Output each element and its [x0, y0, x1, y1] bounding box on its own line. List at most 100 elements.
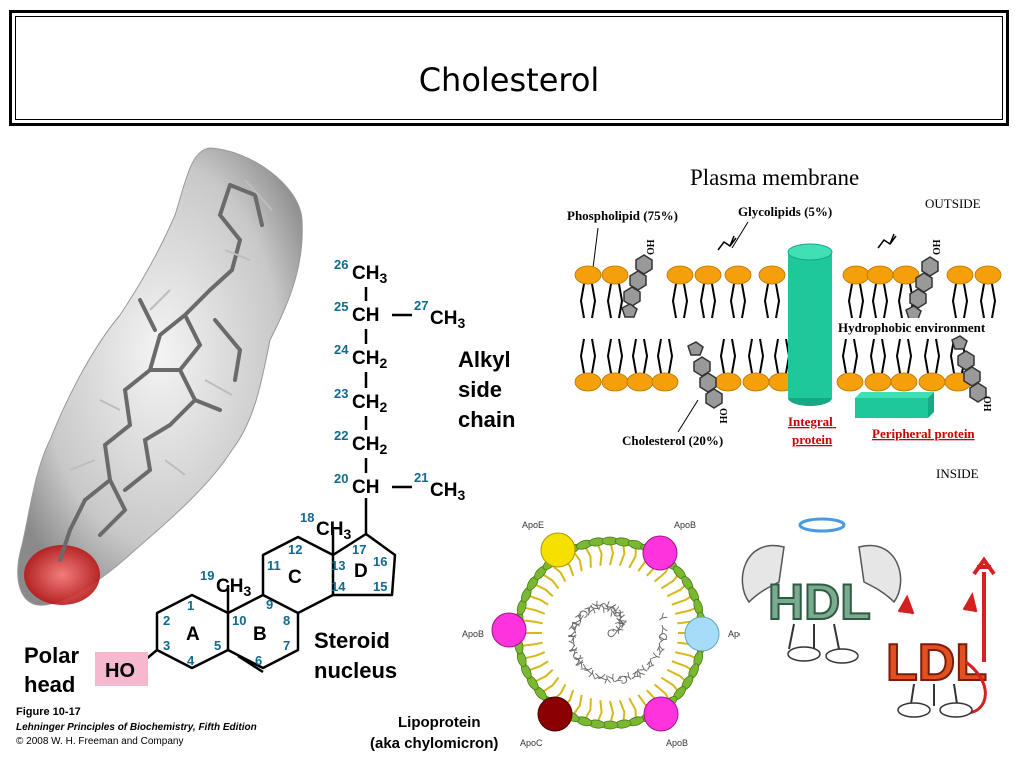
atom-num-8: 8 — [283, 613, 290, 628]
figure-book: Lehninger Principles of Biochemistry, Fi… — [16, 722, 257, 733]
apoA-protein — [684, 616, 720, 652]
svg-text:Y: Y — [564, 631, 577, 641]
svg-text:Y: Y — [602, 672, 611, 685]
atom-num-9: 9 — [266, 597, 273, 612]
cholesterol-3d-model — [17, 147, 303, 606]
svg-text:Y: Y — [658, 635, 670, 644]
branch-27-group: CH3 — [430, 308, 465, 331]
chain-atom-group: CH — [352, 305, 379, 326]
membrane-outside: OUTSIDE — [925, 196, 981, 211]
phospholipid-head — [666, 265, 694, 285]
svg-text:Y: Y — [657, 621, 669, 635]
atom-num-2: 2 — [163, 613, 170, 628]
glycolipids-label: Glycolipids (5%) — [738, 204, 832, 219]
oh-label-4: OH — [981, 396, 992, 412]
svg-text:Y: Y — [611, 607, 625, 619]
phospholipid-head — [918, 372, 946, 392]
chain-atom-num: 24 — [334, 342, 349, 357]
atom-num-11: 11 — [267, 558, 281, 573]
apoC-protein — [537, 696, 573, 732]
phospholipid-head — [842, 265, 870, 285]
oh-label-1: OH — [646, 239, 657, 255]
svg-text:Y: Y — [614, 616, 628, 627]
svg-text:Y: Y — [645, 654, 655, 667]
chain-atom-group: CH2 — [352, 392, 387, 415]
ring-label-d: D — [354, 561, 368, 582]
svg-text:Y: Y — [581, 666, 594, 675]
peripheral-protein — [855, 392, 934, 418]
phospholipid-head — [836, 372, 864, 392]
phospholipid-head — [742, 372, 770, 392]
chain-atom-num: 23 — [334, 386, 348, 401]
svg-text:Y: Y — [612, 605, 620, 617]
atom-num-13: 13 — [331, 558, 345, 573]
svg-text:Y: Y — [605, 603, 618, 612]
phospholipid-label: Phospholipid (75%) — [567, 208, 678, 223]
alkyl-side-chain-label: Alkyl side chain — [458, 347, 517, 432]
atom-num-5: 5 — [214, 638, 221, 653]
slide-title: Cholesterol — [418, 61, 600, 99]
chain-atom-group: CH2 — [352, 348, 387, 371]
apo-label-b3: ApoB — [666, 738, 688, 748]
phospholipid-head — [866, 265, 894, 285]
chain-atom-group: CH2 — [352, 434, 387, 457]
svg-text:C: C — [612, 609, 624, 617]
atom-num-16: 16 — [373, 554, 387, 569]
atom-num-10: 10 — [232, 613, 246, 628]
branch-27-num: 27 — [414, 298, 428, 313]
apo-label-e: ApoE — [522, 520, 544, 530]
peripheral-protein-label: Peripheral protein — [872, 426, 975, 441]
phospholipid-head — [626, 372, 654, 392]
methyl-18-num: 18 — [300, 510, 314, 525]
svg-text:Y: Y — [577, 614, 585, 626]
atom-num-4: 4 — [187, 653, 195, 668]
svg-text:Y: Y — [571, 619, 585, 630]
apoB-protein-left — [491, 612, 527, 648]
title-box: Cholesterol — [9, 10, 1009, 126]
apoB-protein-bottom — [643, 696, 679, 732]
atom-num-14: 14 — [331, 579, 346, 594]
apo-label-a: ApoA — [728, 629, 740, 639]
svg-text:Y: Y — [567, 619, 577, 632]
chain-atom-num: 20 — [334, 471, 348, 486]
atom-num-6: 6 — [255, 653, 262, 668]
branch-21-num: 21 — [414, 470, 428, 485]
polar-head-label: Polar head — [24, 643, 85, 697]
ring-label-a: A — [186, 624, 200, 645]
phospholipid-head — [601, 372, 629, 392]
atom-num-3: 3 — [163, 638, 170, 653]
svg-text:Y: Y — [571, 653, 585, 665]
svg-text:Y: Y — [587, 666, 597, 679]
chain-atom-num: 26 — [334, 257, 348, 272]
phospholipid-head — [574, 265, 602, 285]
methyl-19-num: 19 — [200, 568, 214, 583]
methyl-19-group: CH3 — [216, 576, 251, 599]
svg-text:Y: Y — [593, 672, 606, 682]
phospholipid-head — [574, 372, 602, 392]
chain-atom-num: 22 — [334, 428, 348, 443]
svg-text:Y: Y — [595, 673, 608, 683]
phospholipid-head — [864, 372, 892, 392]
figure-title: Figure 10-17 — [16, 706, 81, 718]
svg-text:Y: Y — [569, 619, 582, 628]
oh-label-2: OH — [932, 239, 943, 255]
methyl-18-group: CH3 — [316, 519, 351, 542]
atom-num-1: 1 — [187, 598, 194, 613]
membrane-title: Plasma membrane — [690, 165, 859, 190]
svg-text:Y: Y — [604, 601, 618, 612]
svg-text:Y: Y — [606, 604, 618, 618]
hdl-label: HDL — [768, 574, 871, 630]
integral-protein — [787, 243, 833, 406]
apo-label-c: ApoC — [520, 738, 543, 748]
ldl-label: LDL — [886, 634, 987, 692]
hydrophobic-label: Hydrophobic environment — [838, 320, 986, 335]
apoB-protein-top — [642, 535, 678, 571]
svg-text:Y: Y — [584, 606, 595, 620]
svg-text:Y: Y — [655, 646, 666, 660]
apoE-protein — [540, 532, 576, 568]
oh-label-3: OH — [717, 408, 728, 424]
hydroxyl-highlight — [95, 652, 148, 686]
hydroxyl-label: HO — [105, 660, 135, 682]
svg-text:Y: Y — [602, 600, 613, 614]
phospholipid-head — [714, 372, 742, 392]
